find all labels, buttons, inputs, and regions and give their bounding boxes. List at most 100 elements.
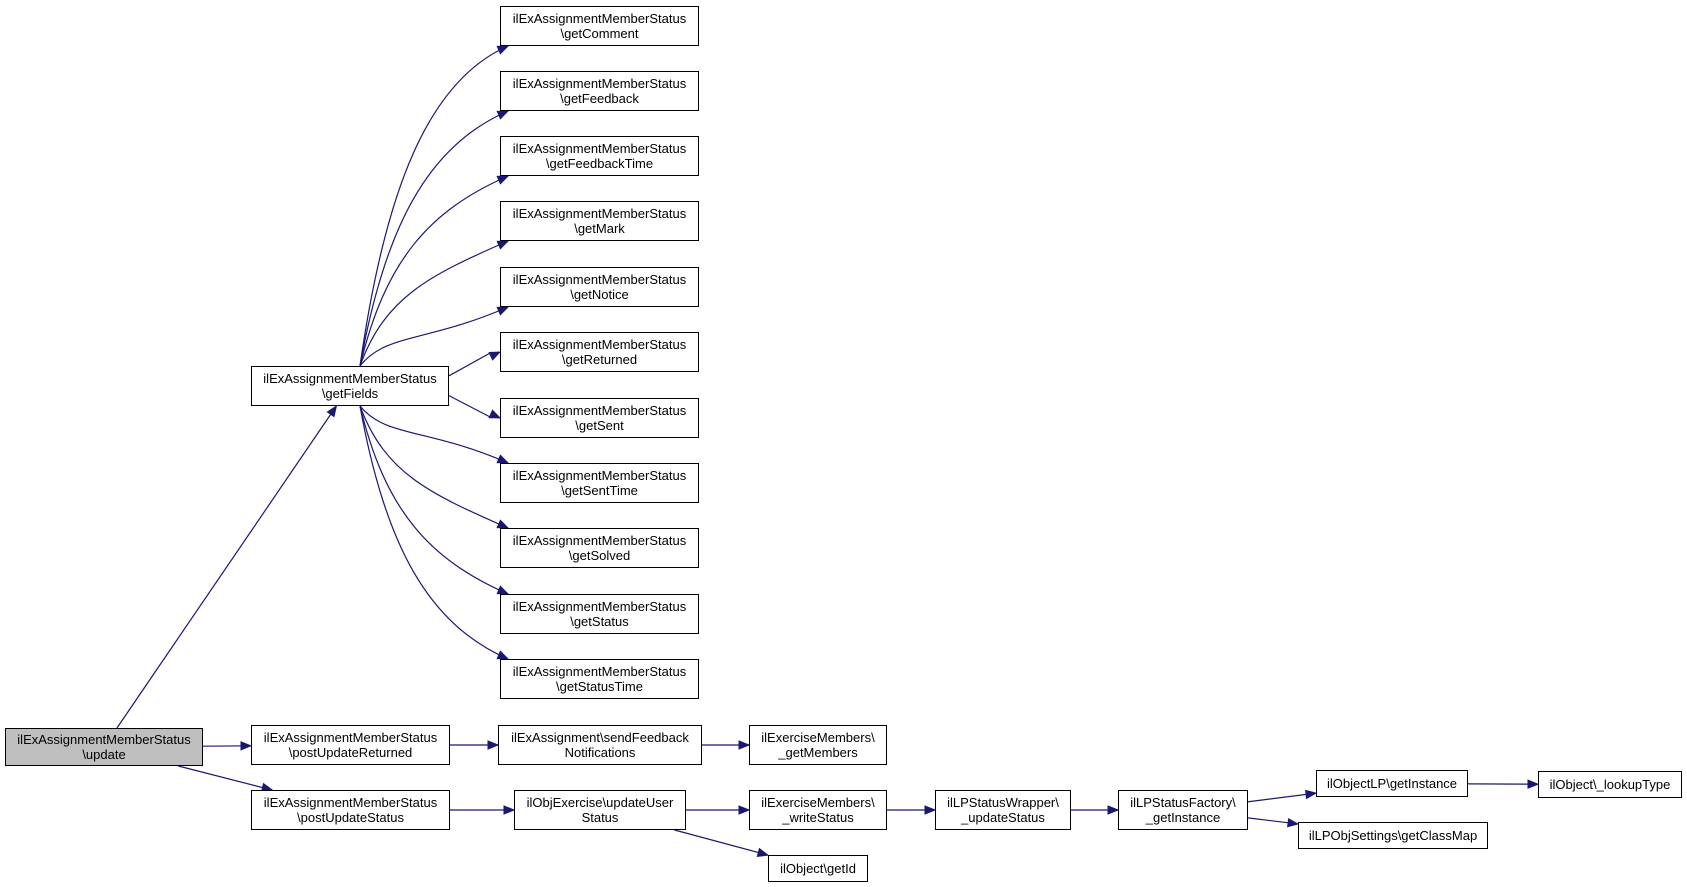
- node-getcomment[interactable]: ilExAssignmentMemberStatus \getComment: [500, 6, 699, 46]
- edge-arrowhead: [496, 650, 510, 660]
- node-label: \update: [82, 747, 126, 762]
- node-getnotice[interactable]: ilExAssignmentMemberStatus \getNotice: [500, 267, 699, 307]
- node-label: \getMark: [574, 221, 625, 236]
- edge-getFields-to-getStatusTime: [359, 405, 509, 660]
- node-label: \getReturned: [561, 352, 638, 367]
- node-label: ilLPStatusFactory\: [1130, 795, 1236, 810]
- edge-arrowhead: [1527, 779, 1540, 789]
- node-label: \getComment: [560, 26, 639, 41]
- node-label: \getFields: [321, 386, 379, 401]
- node-label: ilExAssignmentMemberStatus: [512, 272, 687, 287]
- node-writestatus[interactable]: ilExerciseMembers\ _writeStatus: [749, 790, 887, 830]
- node-getstatustime[interactable]: ilExAssignmentMemberStatus \getStatusTim…: [500, 659, 699, 699]
- edge-arrowhead: [738, 805, 751, 815]
- node-label: ilLPStatusWrapper\: [947, 795, 1059, 810]
- node-label: ilExAssignmentMemberStatus: [512, 141, 687, 156]
- node-update[interactable]: ilExAssignmentMemberStatus \update: [5, 728, 203, 766]
- edge-arrowhead: [1305, 789, 1318, 800]
- node-getmark[interactable]: ilExAssignmentMemberStatus \getMark: [500, 201, 699, 241]
- node-label: ilLPObjSettings\getClassMap: [1308, 828, 1478, 843]
- edge-updateUserStatus-to-getId: [674, 829, 769, 856]
- edge-arrowhead: [1107, 805, 1120, 815]
- edge-update-to-getFields: [116, 405, 337, 729]
- node-getid[interactable]: ilObject\getId: [768, 855, 868, 882]
- node-label: ilObject\_lookupType: [1549, 777, 1671, 792]
- node-label: \getSolved: [568, 548, 631, 563]
- node-getfeedbacktime[interactable]: ilExAssignmentMemberStatus \getFeedbackT…: [500, 136, 699, 176]
- edge-getFields-to-getSentTime: [359, 405, 509, 464]
- node-label: ilObjectLP\getInstance: [1326, 776, 1458, 791]
- edge-arrowhead: [496, 175, 510, 185]
- node-sendfeedbacknotifications[interactable]: ilExAssignment\sendFeedback Notification…: [498, 725, 702, 765]
- edge-arrowhead: [488, 409, 502, 419]
- edge-arrowhead: [924, 805, 937, 815]
- edge-arrowhead: [496, 519, 510, 529]
- edge-arrowhead: [496, 585, 510, 595]
- node-lpstatusfactory-getinstance[interactable]: ilLPStatusFactory\ _getInstance: [1118, 790, 1248, 830]
- edge-arrowhead: [496, 306, 510, 316]
- node-label: ilExAssignment\sendFeedback: [511, 730, 689, 745]
- node-postupdatestatus[interactable]: ilExAssignmentMemberStatus \postUpdateSt…: [251, 790, 450, 830]
- node-label: \postUpdateStatus: [297, 810, 404, 825]
- node-lpobjsettings-getclassmap[interactable]: ilLPObjSettings\getClassMap: [1298, 822, 1488, 849]
- node-objectlp-getinstance[interactable]: ilObjectLP\getInstance: [1316, 770, 1468, 797]
- node-label: ilExAssignmentMemberStatus: [512, 206, 687, 221]
- edge-arrowhead: [756, 847, 770, 857]
- node-lpstatuswrapper-updatestatus[interactable]: ilLPStatusWrapper\ _updateStatus: [935, 790, 1071, 830]
- node-label: \postUpdateReturned: [288, 745, 413, 760]
- node-label: \getFeedbackTime: [545, 156, 654, 171]
- node-label: \getSent: [575, 418, 624, 433]
- node-label: ilExAssignmentMemberStatus: [512, 76, 687, 91]
- edge-arrowhead: [496, 240, 510, 250]
- node-getfeedback[interactable]: ilExAssignmentMemberStatus \getFeedback: [500, 71, 699, 111]
- node-label: ilExAssignmentMemberStatus: [263, 371, 437, 386]
- node-label: ilExAssignmentMemberStatus: [512, 468, 687, 483]
- node-getsolved[interactable]: ilExAssignmentMemberStatus \getSolved: [500, 528, 699, 568]
- node-label: ilExerciseMembers\: [761, 795, 875, 810]
- node-object-lookuptype[interactable]: ilObject\_lookupType: [1538, 771, 1682, 798]
- node-getmembers[interactable]: ilExerciseMembers\ _getMembers: [749, 725, 887, 765]
- node-label: \getStatus: [570, 614, 629, 629]
- node-label: ilExerciseMembers\: [761, 730, 875, 745]
- node-postupdatereturned[interactable]: ilExAssignmentMemberStatus \postUpdateRe…: [251, 725, 450, 765]
- edge-getFields-to-getFeedback: [359, 110, 509, 367]
- node-label: ilExAssignmentMemberStatus: [263, 795, 438, 810]
- node-label: _getMembers: [778, 745, 858, 760]
- node-label: ilExAssignmentMemberStatus: [263, 730, 438, 745]
- node-getsent[interactable]: ilExAssignmentMemberStatus \getSent: [500, 398, 699, 438]
- edge-getFields-to-getMark: [359, 240, 509, 367]
- node-label: \getNotice: [570, 287, 629, 302]
- edge-lpGetInstance-to-objLpGetInstance: [1247, 792, 1317, 803]
- edge-arrowhead: [487, 740, 500, 750]
- node-getstatus[interactable]: ilExAssignmentMemberStatus \getStatus: [500, 594, 699, 634]
- node-getfields[interactable]: ilExAssignmentMemberStatus \getFields: [251, 366, 449, 406]
- edge-arrowhead: [503, 805, 516, 815]
- node-label: \getStatusTime: [556, 679, 643, 694]
- node-label: ilExAssignmentMemberStatus: [512, 599, 687, 614]
- node-label: _writeStatus: [782, 810, 854, 825]
- edge-arrowhead: [496, 45, 510, 55]
- node-label: Status: [581, 810, 619, 825]
- node-label: ilExAssignmentMemberStatus: [512, 337, 687, 352]
- node-label: Notifications: [564, 745, 636, 760]
- node-updateuserstatus[interactable]: ilObjExercise\updateUser Status: [514, 790, 686, 830]
- node-getsenttime[interactable]: ilExAssignmentMemberStatus \getSentTime: [500, 463, 699, 503]
- node-getreturned[interactable]: ilExAssignmentMemberStatus \getReturned: [500, 332, 699, 372]
- edge-arrowhead: [496, 454, 510, 464]
- node-label: _getInstance: [1145, 810, 1221, 825]
- edge-arrowhead: [326, 404, 338, 418]
- node-label: ilObject\getId: [780, 861, 856, 876]
- edge-getFields-to-getComment: [359, 45, 509, 367]
- node-label: \getFeedback: [560, 91, 639, 106]
- node-label: ilExAssignmentMemberStatus: [512, 533, 687, 548]
- edge-update-to-postUpdateStatus: [178, 765, 273, 791]
- edge-getFields-to-getReturned: [448, 351, 493, 377]
- edge-getFields-to-getSolved: [359, 405, 509, 529]
- node-label: \getSentTime: [561, 483, 638, 498]
- edge-arrowhead: [496, 110, 510, 120]
- edge-getFields-to-getSent: [448, 395, 493, 419]
- edge-arrowhead: [738, 740, 751, 750]
- node-label: _updateStatus: [961, 810, 1045, 825]
